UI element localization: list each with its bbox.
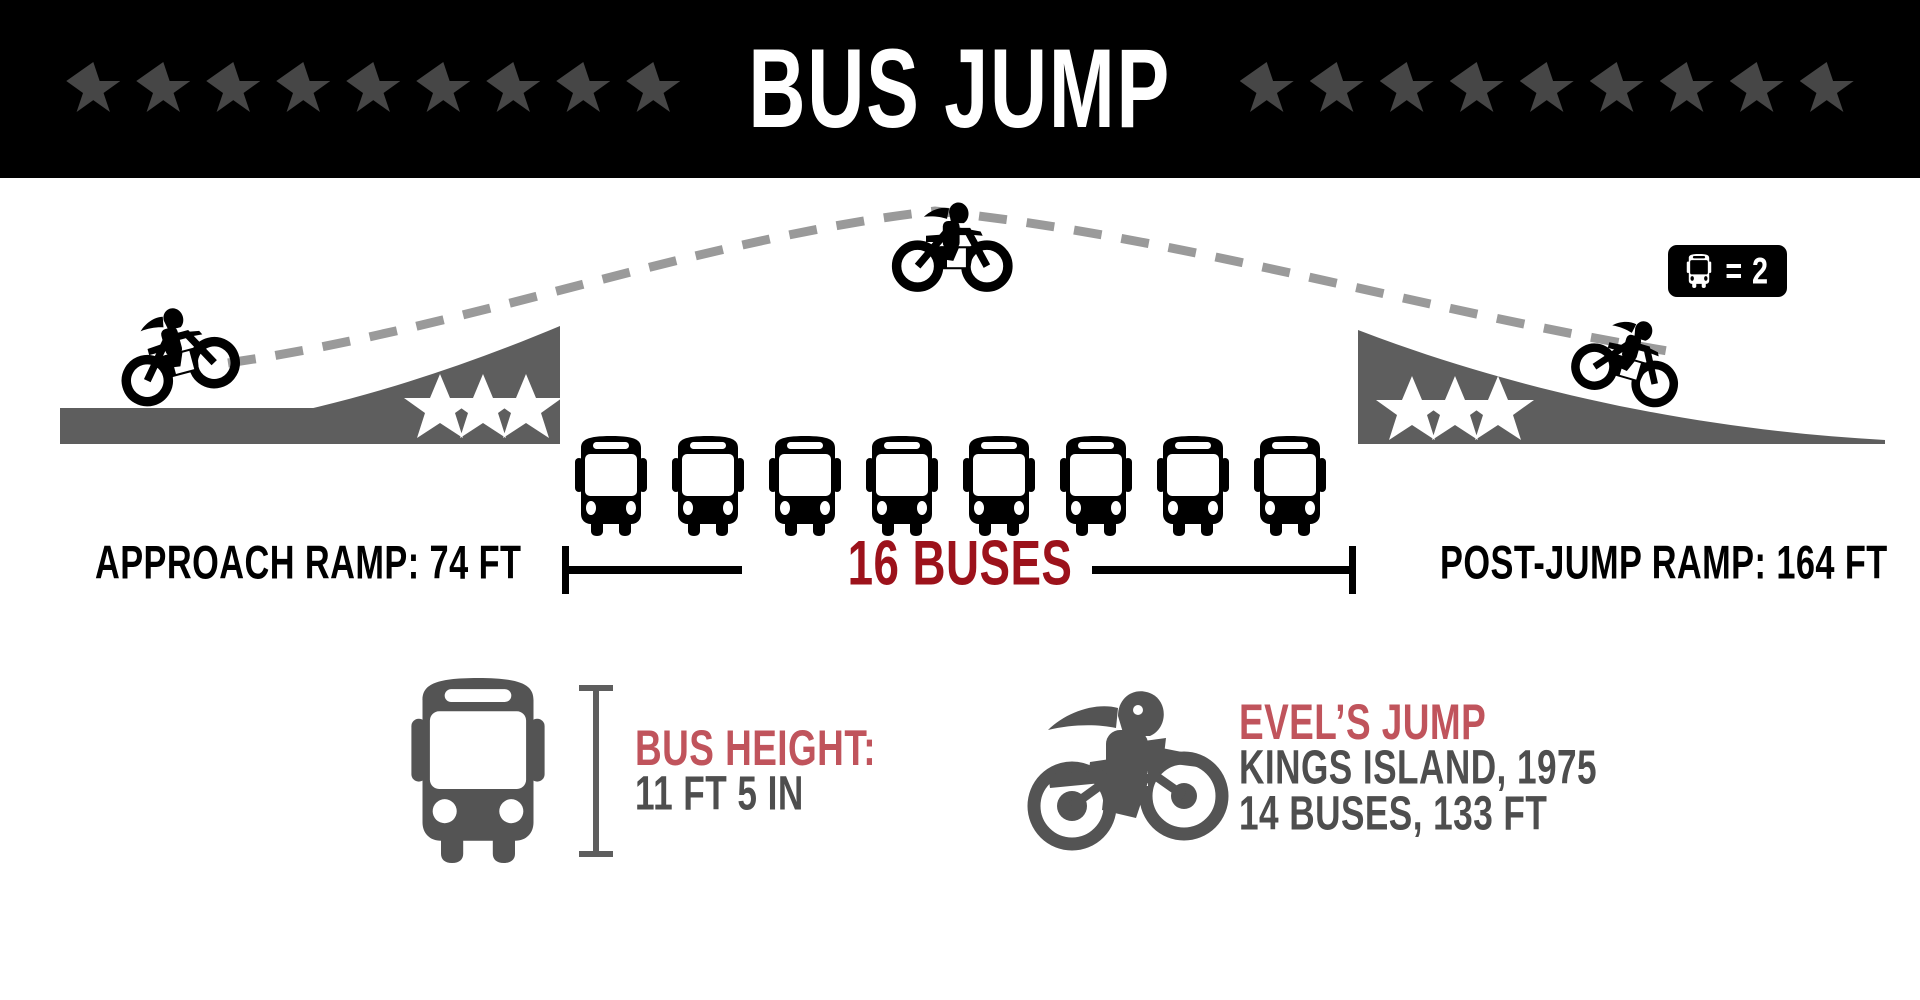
- bracket-tick-right: [1349, 546, 1356, 594]
- bus-front-icon: [411, 678, 545, 863]
- evels-jump-stats: 14 BUSES, 133 FT: [1238, 787, 1548, 841]
- star-icon: [1239, 62, 1294, 113]
- bus-icon: [866, 436, 938, 536]
- star-icon: [136, 62, 191, 113]
- measurement-labels-row: APPROACH RAMP: 74 FT 16 BUSES POST-JUMP …: [0, 530, 1920, 602]
- bracket-line-right: [1092, 566, 1354, 574]
- bus-count-label: 16 BUSES: [847, 528, 1073, 600]
- bus-legend-chip: = 2: [1668, 245, 1788, 297]
- bracket-line-left: [562, 566, 742, 574]
- bus-span-bracket: [562, 546, 1356, 594]
- star-icon: [1309, 62, 1364, 113]
- bus-row: [575, 436, 1326, 536]
- motorcycle-rider-icon: [1571, 321, 1679, 408]
- header-stars-left: [66, 62, 681, 116]
- bus-icon: [769, 436, 841, 536]
- evel-knievel-rider-icon: [1027, 691, 1229, 851]
- star-icon: [416, 62, 471, 113]
- approach-ramp-stars: [404, 374, 562, 438]
- star-icon: [556, 62, 611, 113]
- bus-icon: [1686, 254, 1712, 288]
- evels-jump-title: EVEL’S JUMP: [1238, 693, 1487, 750]
- star-icon: [1659, 62, 1714, 113]
- star-icon: [1799, 62, 1854, 113]
- post-jump-ramp-label: POST-JUMP RAMP: 164 FT: [1440, 537, 1888, 590]
- bus-icon: [575, 436, 647, 536]
- motorcycle-rider-icon: [891, 202, 1013, 292]
- jump-diagram: = 2 APPROACH RAMP: 74 FT 16 BUSES POST-J…: [0, 178, 1920, 1000]
- star-icon: [1589, 62, 1644, 113]
- star-icon: [486, 62, 541, 113]
- star-icon: [626, 62, 681, 113]
- header-stars-right: [1239, 62, 1854, 116]
- page-title: BUS JUMP: [748, 26, 1172, 152]
- star-icon: [1729, 62, 1784, 113]
- bus-icon: [963, 436, 1035, 536]
- star-icon: [1379, 62, 1434, 113]
- bus-height-title: BUS HEIGHT:: [635, 718, 876, 776]
- star-icon: [206, 62, 261, 113]
- star-icon: [346, 62, 401, 113]
- fact-bus-height: BUS HEIGHT: 11 FT 5 IN: [395, 678, 909, 863]
- evels-jump-text: EVEL’S JUMP KINGS ISLAND, 1975 14 BUSES,…: [1238, 694, 1646, 841]
- legend-equals-label: = 2: [1725, 250, 1769, 292]
- star-icon: [276, 62, 331, 113]
- motorcycle-rider-icon: [121, 308, 240, 407]
- fact-evels-jump: EVEL’S JUMP KINGS ISLAND, 1975 14 BUSES,…: [1024, 678, 1646, 858]
- star-icon: [66, 62, 121, 113]
- fact-strip: BUS HEIGHT: 11 FT 5 IN: [0, 678, 1920, 928]
- bus-icon: [672, 436, 744, 536]
- bus-height-text: BUS HEIGHT: 11 FT 5 IN: [635, 719, 909, 820]
- jump-scene-svg: [60, 202, 1885, 536]
- height-dimension-line: [579, 684, 613, 857]
- header-banner: BUS JUMP: [0, 0, 1920, 178]
- star-icon: [1519, 62, 1574, 113]
- bus-icon: [1060, 436, 1132, 536]
- evels-jump-location: KINGS ISLAND, 1975: [1238, 741, 1597, 795]
- bus-height-value: 11 FT 5 IN: [635, 767, 804, 820]
- post-jump-ramp-stars: [1376, 376, 1534, 440]
- bus-icon: [1254, 436, 1326, 536]
- star-icon: [1449, 62, 1504, 113]
- bus-icon: [1157, 436, 1229, 536]
- approach-ramp-label: APPROACH RAMP: 74 FT: [95, 537, 522, 590]
